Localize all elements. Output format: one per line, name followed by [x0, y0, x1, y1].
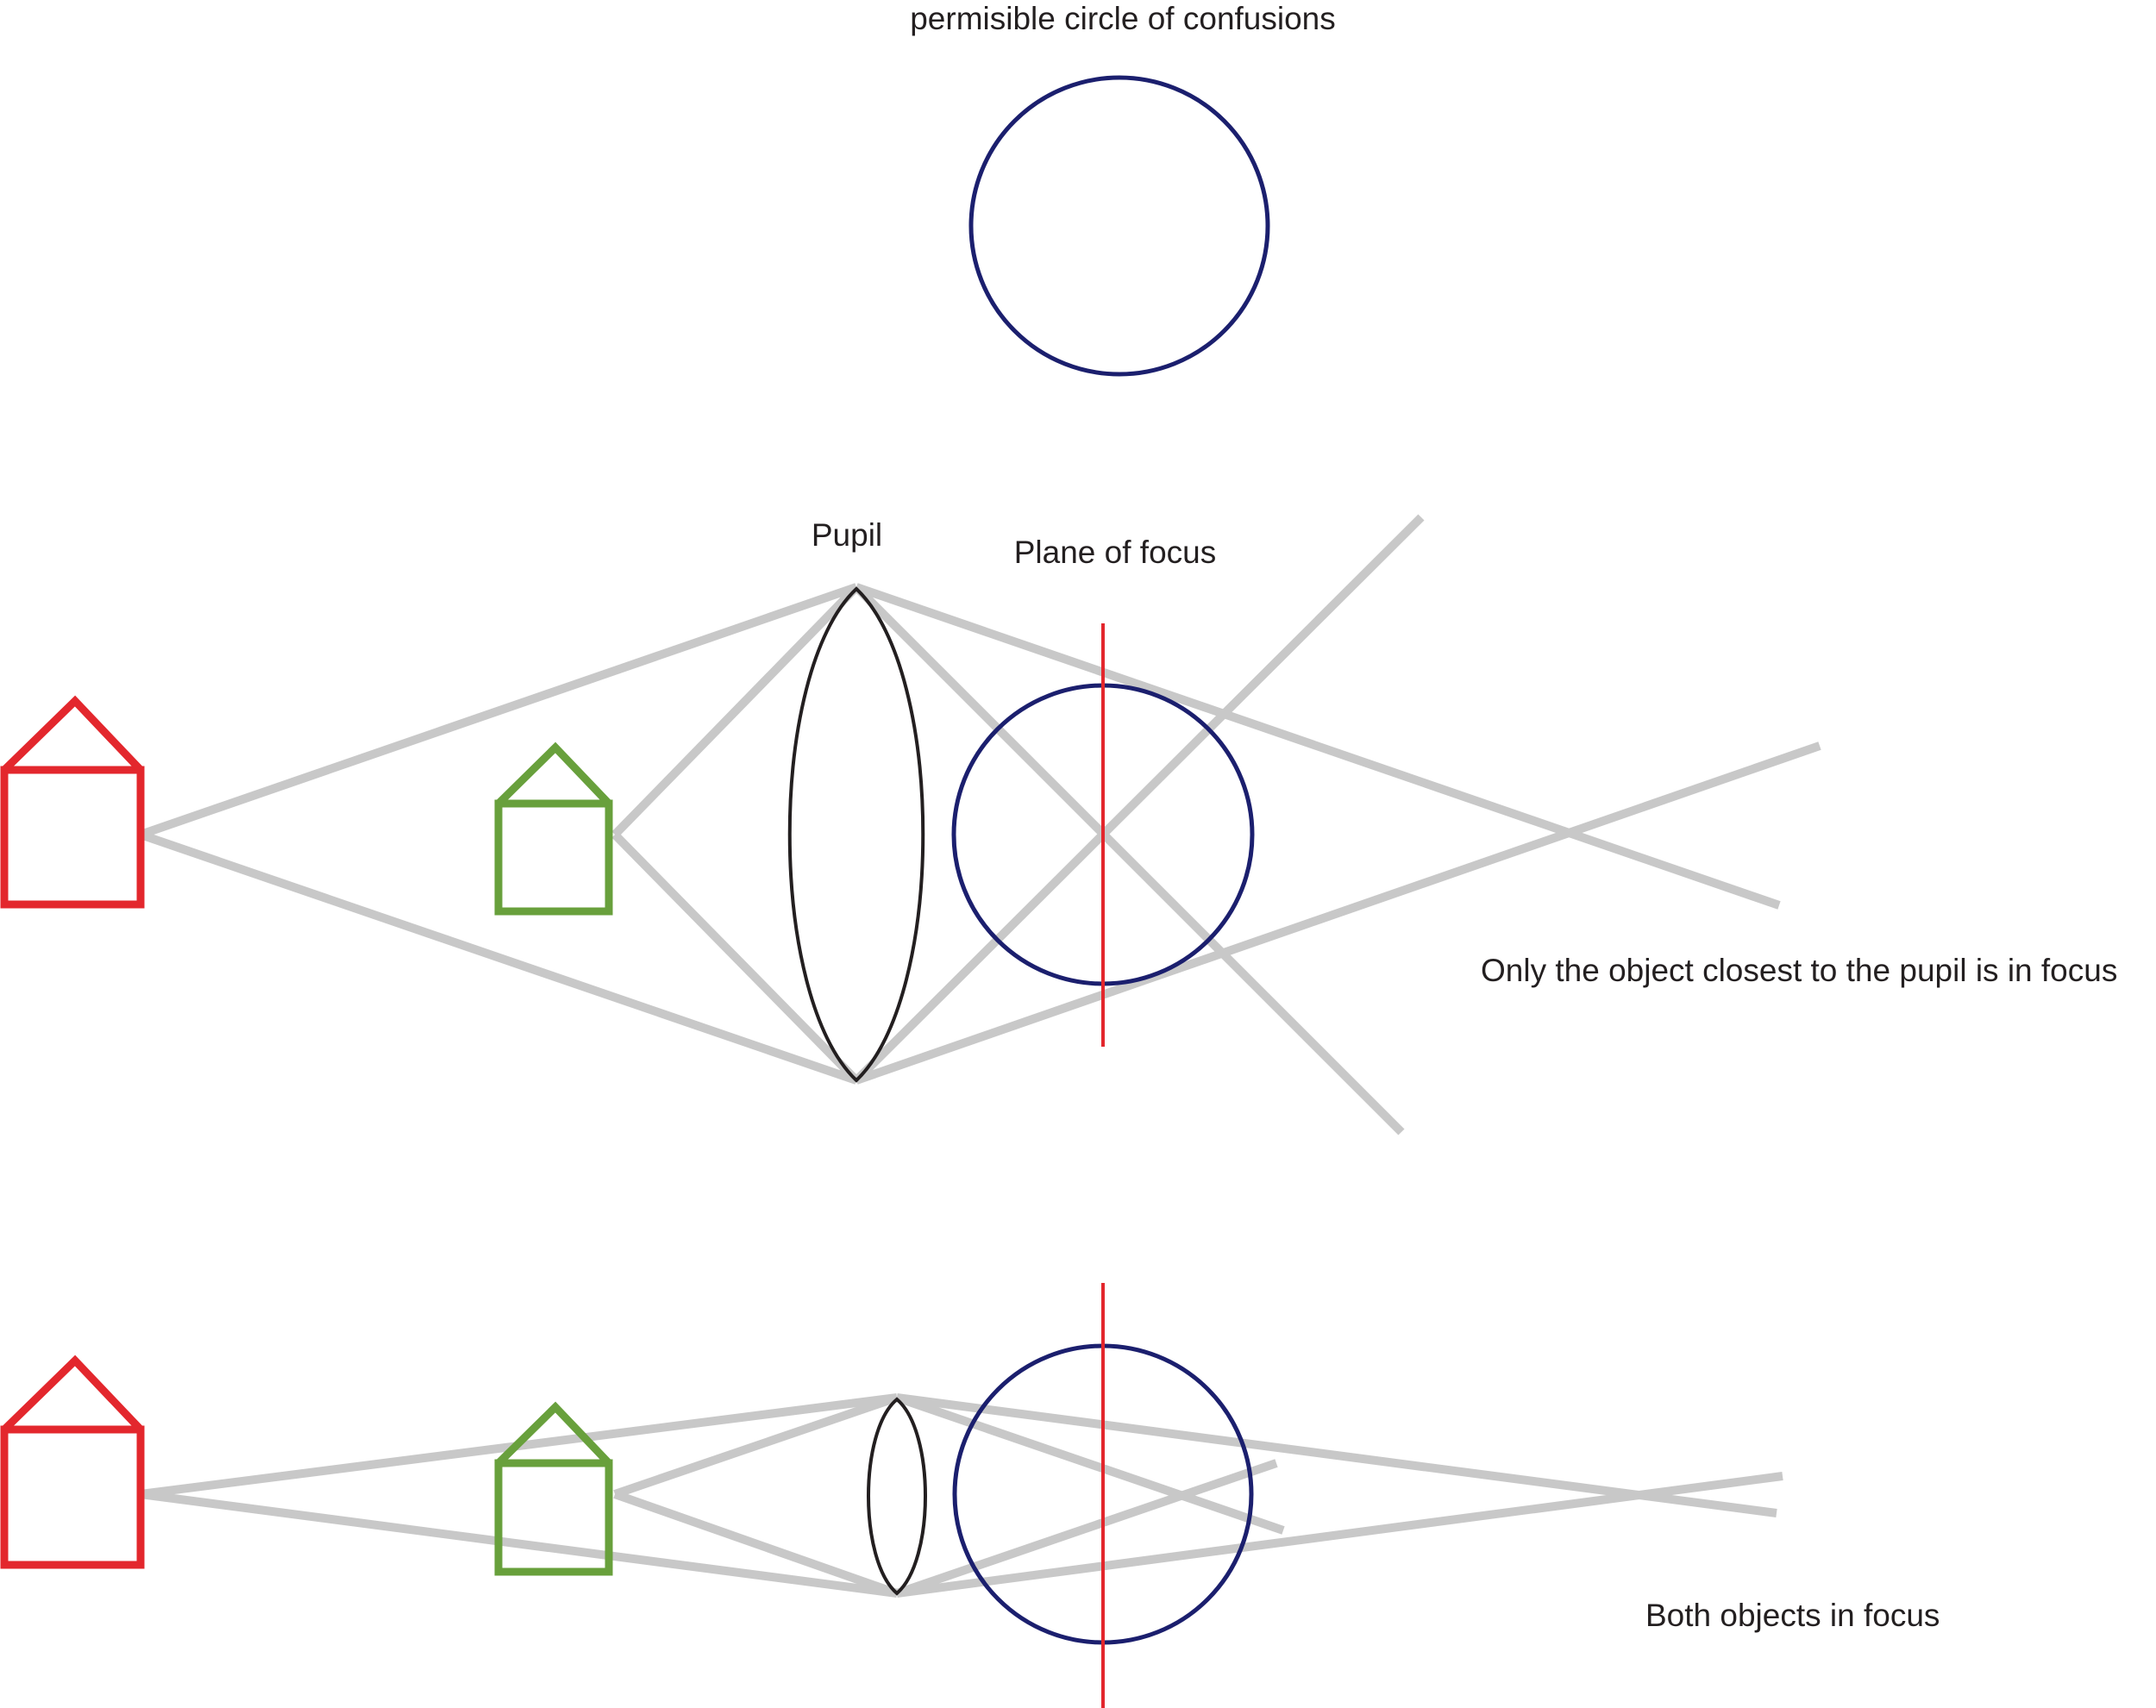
near-object-icon [494, 741, 613, 916]
near-object-icon [494, 1401, 613, 1576]
ray [855, 741, 1821, 1085]
coc-title: permisible circle of confusions [910, 1, 1336, 36]
lens-wide [787, 586, 925, 1083]
ray [895, 1393, 1285, 1535]
ray [895, 1459, 1278, 1598]
ray [139, 830, 858, 1085]
panel-wide-aperture: Pupil Plane of focus Only [0, 514, 2117, 1136]
ray [853, 584, 1405, 1136]
panel-narrow-aperture: Both objects in focus [0, 1283, 1940, 1708]
far-object-icon [0, 695, 145, 909]
ray [855, 583, 1781, 910]
coc-reference: permisible circle of confusions [910, 1, 1336, 377]
ray [611, 831, 860, 1084]
ray [613, 1490, 899, 1598]
ray [853, 514, 1425, 1084]
ray [896, 1472, 1783, 1598]
lens-narrow [867, 1397, 927, 1596]
ray [140, 1490, 898, 1598]
caption-top: Only the object closest to the pupil is … [1481, 953, 2117, 988]
caption-bottom: Both objects in focus [1645, 1598, 1940, 1633]
light-rays [139, 514, 1821, 1136]
ray [613, 1393, 899, 1498]
plane-of-focus-label: Plane of focus [1014, 535, 1216, 570]
far-object-icon [0, 1355, 145, 1569]
ray [611, 584, 860, 838]
light-rays [140, 1393, 1783, 1598]
pupil-label: Pupil [812, 517, 882, 553]
coc-reference-circle [968, 75, 1270, 377]
ray [139, 583, 858, 839]
